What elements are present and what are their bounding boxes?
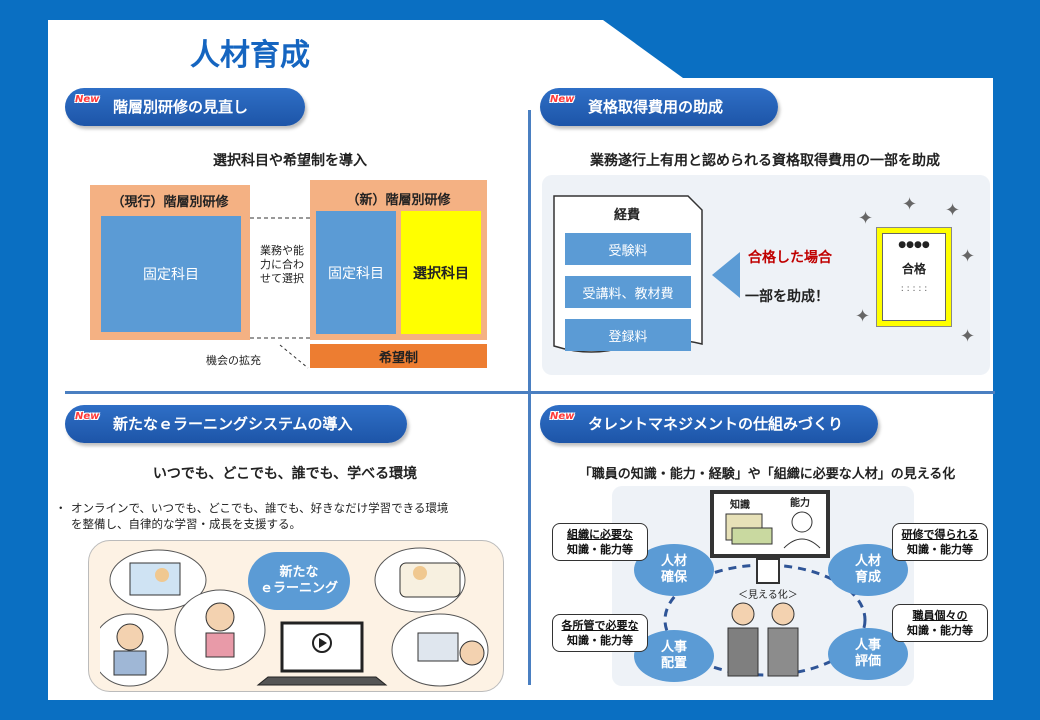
section4-subtitle: 「職員の知識・能力・経験」や「組織に必要な人材」の見える化 [578,467,956,482]
callout-bottom-left: 各所管で必要な 知識・能力等 [552,614,648,652]
course-fee: 受講料、教材費 [565,276,691,308]
current-fixed-subjects: 固定科目 [101,216,241,332]
screen-stand [756,558,780,584]
arrow-left-icon [712,252,740,298]
callout-top-right: 研修で得られる 知識・能力等 [892,523,988,561]
section2-heading: 資格取得費用の助成 [588,98,724,116]
section3-subtitle: いつでも、どこでも、誰でも、学べる環境 [152,466,418,482]
sparkle-icon: ✦ [858,208,874,229]
section2-header: New 資格取得費用の助成 [540,88,778,126]
registration-fee: 登録料 [565,319,691,351]
new-fixed-subjects: 固定科目 [316,211,396,334]
section1-heading: 階層別研修の見直し [113,98,249,116]
section1-subtitle: 選択科目や希望制を導入 [213,153,367,169]
sparkle-icon: ✦ [960,326,976,347]
certificate-dots: ●●●● [898,240,930,250]
certificate-lines: : : : : : [900,284,928,294]
sparkle-icon: ✦ [960,246,976,267]
sparkle-icon: ✦ [945,200,961,221]
new-badge: New [550,411,575,422]
dashed-cycle [663,563,867,677]
section4-header: New タレントマネジメントの仕組みづくり [540,405,878,443]
horizontal-divider [65,391,995,394]
new-badge: New [75,411,100,422]
new-badge: New [550,94,575,105]
sparkle-icon: ✦ [902,194,918,215]
section1-header: New 階層別研修の見直し [65,88,305,126]
connector-lines [250,217,310,369]
hope-system-bar: 希望制 [310,344,487,368]
visualization-label: ＜見える化＞ [738,590,798,601]
partial-subsidy: 一部を助成！ [745,289,829,305]
new-badge: New [75,94,100,105]
current-training-label: （現行）階層別研修 [111,195,229,210]
exam-fee: 受験料 [565,233,691,265]
opportunity-label: 機会の拡充 [206,354,261,367]
sparkle-icon: ✦ [855,306,871,327]
new-training-label: （新）階層別研修 [346,193,451,208]
vertical-divider [528,110,531,685]
section4-heading: タレントマネジメントの仕組みづくり [588,415,844,433]
staff-icon [727,602,799,677]
pass-condition: 合格した場合 [748,250,832,266]
knowledge-label: 知識 [730,500,750,511]
selection-note: 業務や能 力に合わ せて選択 [260,244,304,285]
section3-header: New 新たなｅラーニングシステムの導入 [65,405,407,443]
callout-top-left: 組織に必要な 知識・能力等 [552,523,648,561]
certificate-label: 合格 [901,262,926,276]
section3-heading: 新たなｅラーニングシステムの導入 [113,415,353,433]
ability-label: 能力 [790,498,810,509]
knowledge-ability-icon [725,511,821,549]
page-title: 人材育成 [190,38,310,73]
callout-bottom-right: 職員個々の 知識・能力等 [892,604,988,642]
section3-bullet: ・ オンラインで、いつでも、どこでも、誰でも、好きなだけ学習できる環境 を整備し… [55,501,449,531]
elearning-scene [100,547,489,687]
bullet-dot: ・ [55,501,67,515]
expense-title: 経費 [613,208,640,223]
new-elective-subjects: 選択科目 [401,211,481,334]
section2-subtitle: 業務遂行上有用と認められる資格取得費用の一部を助成 [590,153,940,169]
certificate-paper [882,233,946,321]
elearning-bubble: 新たな ｅラーニング [248,552,350,610]
